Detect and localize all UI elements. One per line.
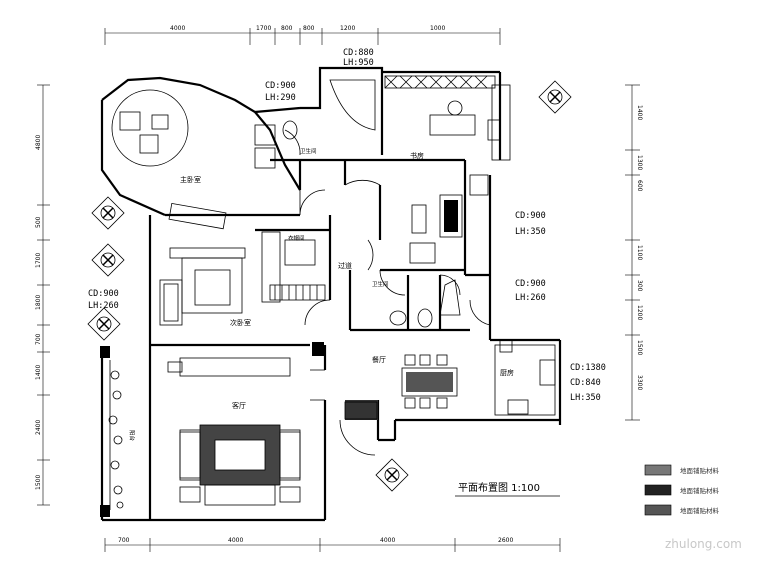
room-label-bath2: 卫生间 bbox=[372, 280, 389, 288]
dim-bottom-3: 4000 bbox=[380, 537, 395, 544]
dim-left-5: 700 bbox=[35, 333, 42, 345]
room-label-bath1: 卫生间 bbox=[300, 147, 317, 155]
legend-item: 地面铺贴材料 bbox=[680, 486, 720, 495]
room-label-bedroom: 次卧室 bbox=[230, 318, 251, 327]
elevation-marker bbox=[91, 243, 125, 277]
ceiling-note: LH:260 bbox=[515, 293, 546, 303]
columns bbox=[100, 342, 378, 517]
ceiling-note: CD:880 bbox=[343, 48, 374, 58]
dim-right-1: 1400 bbox=[636, 105, 643, 120]
doors bbox=[284, 129, 491, 456]
furniture bbox=[108, 75, 556, 510]
dim-left-1: 4800 bbox=[35, 135, 42, 150]
ceiling-note: CD:900 bbox=[515, 279, 546, 289]
dim-right-3: 600 bbox=[636, 180, 643, 192]
legend-item: 地面铺贴材料 bbox=[680, 506, 720, 515]
dim-bottom-4: 2600 bbox=[498, 537, 513, 544]
dim-left-3: 1700 bbox=[35, 253, 42, 268]
room-label-study: 书房 bbox=[410, 151, 424, 160]
dim-right-4: 1100 bbox=[636, 245, 643, 260]
dim-top-3: 800 bbox=[281, 25, 293, 32]
dim-top-2: 1700 bbox=[256, 25, 271, 32]
dim-right-5: 300 bbox=[636, 280, 643, 292]
watermark-text: zhulong.com bbox=[665, 537, 742, 551]
elevation-marker bbox=[87, 307, 121, 341]
dim-right-2: 1300 bbox=[636, 155, 643, 170]
dim-top-1: 4000 bbox=[170, 25, 185, 32]
dim-right-7: 1500 bbox=[636, 340, 643, 355]
elevation-marker bbox=[538, 80, 572, 114]
dim-right-8: 3300 bbox=[636, 375, 643, 390]
walls bbox=[100, 66, 562, 522]
ceiling-note: CD:900 bbox=[265, 81, 296, 91]
drawing-title: 平面布置图 1:100 bbox=[455, 482, 560, 497]
ceiling-note: LH:950 bbox=[343, 58, 374, 68]
dim-bottom-1: 700 bbox=[118, 537, 130, 544]
dim-top-5: 1200 bbox=[340, 25, 355, 32]
room-label-living: 客厅 bbox=[232, 401, 246, 410]
room-label-kitchen: 厨房 bbox=[500, 368, 514, 377]
plan-title: 平面布置图 1:100 bbox=[458, 482, 540, 494]
ceiling-note: CD:900 bbox=[515, 211, 546, 221]
room-label-dining: 餐厅 bbox=[372, 355, 386, 364]
ceiling-note: CD:900 bbox=[88, 289, 119, 299]
dim-left-6: 1400 bbox=[35, 365, 42, 380]
dim-left-2: 500 bbox=[35, 216, 42, 228]
room-label-corridor: 过道 bbox=[338, 261, 352, 270]
dim-right-6: 1200 bbox=[636, 305, 643, 320]
ceiling-note: LH:350 bbox=[515, 227, 546, 237]
dim-top-4: 800 bbox=[303, 25, 315, 32]
elevation-marker bbox=[375, 458, 409, 492]
legend: 地面铺贴材料 地面铺贴材料 地面铺贴材料 bbox=[644, 464, 720, 516]
elevation-marker bbox=[91, 196, 125, 230]
room-label-cloak: 衣帽间 bbox=[288, 234, 305, 242]
room-labels: 主卧室 次卧室 书房 客厅 餐厅 厨房 卫生间 卫生间 阳台 过道 衣帽间 bbox=[128, 147, 514, 442]
dim-bottom-2: 4000 bbox=[228, 537, 243, 544]
room-label-balcony: 阳台 bbox=[128, 430, 136, 442]
room-label-master-bedroom: 主卧室 bbox=[180, 175, 201, 184]
ceiling-note: LH:290 bbox=[265, 93, 296, 103]
ceiling-note: CD:840 bbox=[570, 378, 601, 388]
dimension-text: 4000 1700 800 800 1200 1000 700 4000 400… bbox=[35, 25, 643, 544]
dim-left-8: 1500 bbox=[35, 475, 42, 490]
ceiling-note: LH:350 bbox=[570, 393, 601, 403]
elevation-markers bbox=[87, 80, 572, 492]
ceiling-note: CD:1380 bbox=[570, 363, 606, 373]
ceiling-notes: CD:880 LH:950 CD:900 LH:290 CD:900 LH:35… bbox=[88, 48, 606, 403]
ceiling-note: LH:260 bbox=[88, 301, 119, 311]
dim-left-7: 2400 bbox=[35, 420, 42, 435]
dim-top-6: 1000 bbox=[430, 25, 445, 32]
dim-left-4: 1800 bbox=[35, 295, 42, 310]
dimension-lines bbox=[37, 28, 640, 552]
legend-item: 地面铺贴材料 bbox=[680, 466, 720, 475]
